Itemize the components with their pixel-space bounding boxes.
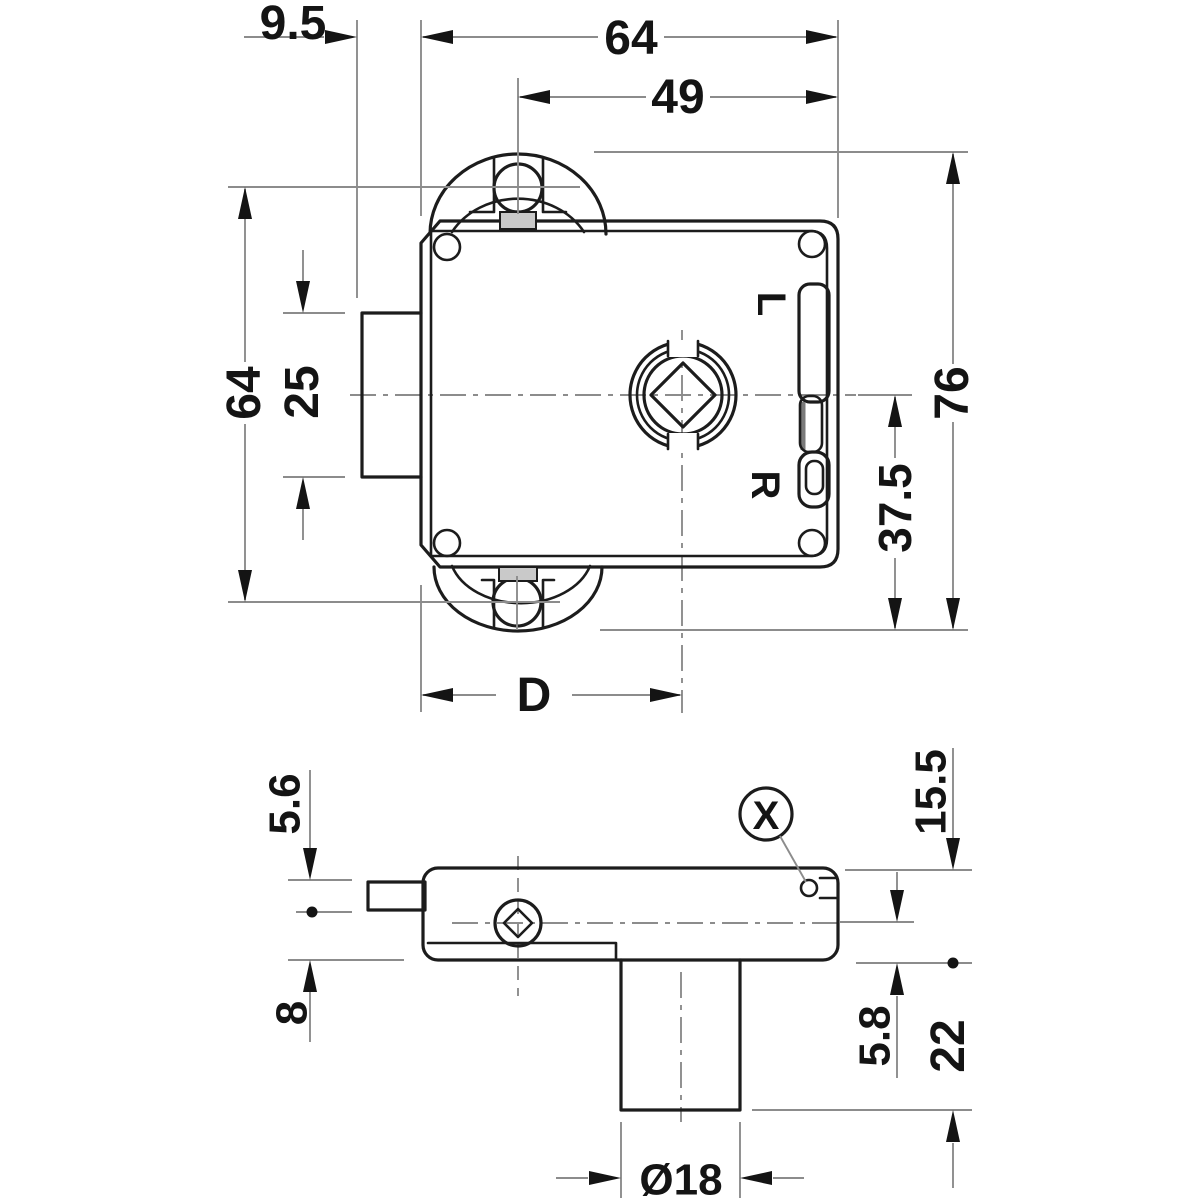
detail-callout-circle <box>738 786 794 842</box>
dim-text-15-5: 15.5 <box>906 749 955 835</box>
dim-left-8: 8 <box>267 959 404 1042</box>
dim-height-64: 64 <box>218 186 580 603</box>
side-view: X 5.6 8 15.5 5.8 <box>260 748 975 1200</box>
latch-slot-assembly <box>797 282 831 509</box>
dim-case-15-5: 15.5 <box>845 748 972 969</box>
bottom-tab-screw-pocket <box>480 578 556 630</box>
dim-backset-D: D <box>420 585 682 722</box>
dim-text-8: 8 <box>267 1001 316 1025</box>
dim-text-5-6: 5.6 <box>260 773 309 834</box>
dim-dia-18: Ø18 <box>556 1122 804 1200</box>
dim-offset-5-8: 5.8 <box>840 872 914 1078</box>
dim-text-D: D <box>517 669 552 722</box>
bolt-side-profile <box>366 880 427 912</box>
case-side-profile <box>421 866 840 962</box>
bottom-tab-inner-arc <box>450 564 592 605</box>
latch-slot-upper <box>797 282 831 404</box>
dim-text-64-height: 64 <box>218 366 271 420</box>
dim-bolt-5-6: 5.6 <box>260 770 352 918</box>
dim-text-dia-18: Ø18 <box>639 1155 722 1200</box>
dim-overall-76: 76 <box>594 151 979 631</box>
dim-text-9-5: 9.5 <box>260 0 327 50</box>
top-tab-foot <box>499 211 537 230</box>
corner-hole-bottom-left <box>432 528 462 558</box>
dim-lower-37-5: 37.5 <box>858 394 921 630</box>
top-tab-screw-pocket <box>468 156 568 214</box>
top-view: L R 9.5 64 49 64 <box>218 0 979 722</box>
latch-slot-lower <box>797 450 831 509</box>
detail-leader-line <box>779 835 807 883</box>
detail-pin-hole <box>799 878 819 898</box>
spindle-hub <box>628 339 738 451</box>
label-right-hand: R <box>743 471 787 500</box>
detail-label-X: X <box>753 794 780 838</box>
dim-text-49: 49 <box>651 71 704 124</box>
dim-text-25: 25 <box>276 365 329 418</box>
left-flange <box>360 311 423 479</box>
dim-text-5-8: 5.8 <box>850 1005 899 1066</box>
bottom-tab-outer-arc <box>432 565 604 633</box>
dim-width-64: 64 <box>421 12 839 218</box>
dim-flange-25: 25 <box>276 250 345 540</box>
fixing-screw-head <box>493 898 543 948</box>
dim-text-22: 22 <box>922 1019 975 1072</box>
lock-case-body-outline <box>419 219 840 569</box>
detail-pin-bracket <box>818 876 838 900</box>
corner-hole-bottom-right <box>797 528 827 558</box>
dim-text-76: 76 <box>926 366 979 419</box>
dim-spindle-22: 22 <box>752 1019 975 1188</box>
label-left-hand: L <box>749 292 793 316</box>
dim-text-37-5: 37.5 <box>869 463 921 553</box>
screw-drive-recess <box>502 907 534 939</box>
corner-hole-top-left <box>432 232 462 262</box>
dim-offset-9-5: 9.5 <box>244 0 422 298</box>
latch-oval-hole <box>804 459 825 496</box>
dim-width-49: 49 <box>518 71 838 124</box>
case-step-line <box>426 941 618 960</box>
bottom-tab-foot <box>498 566 538 582</box>
dim-text-64-width: 64 <box>604 12 658 65</box>
spindle-housing-cylinder <box>619 958 742 1112</box>
corner-hole-top-right <box>797 229 827 259</box>
square-spindle-hole <box>649 361 717 429</box>
